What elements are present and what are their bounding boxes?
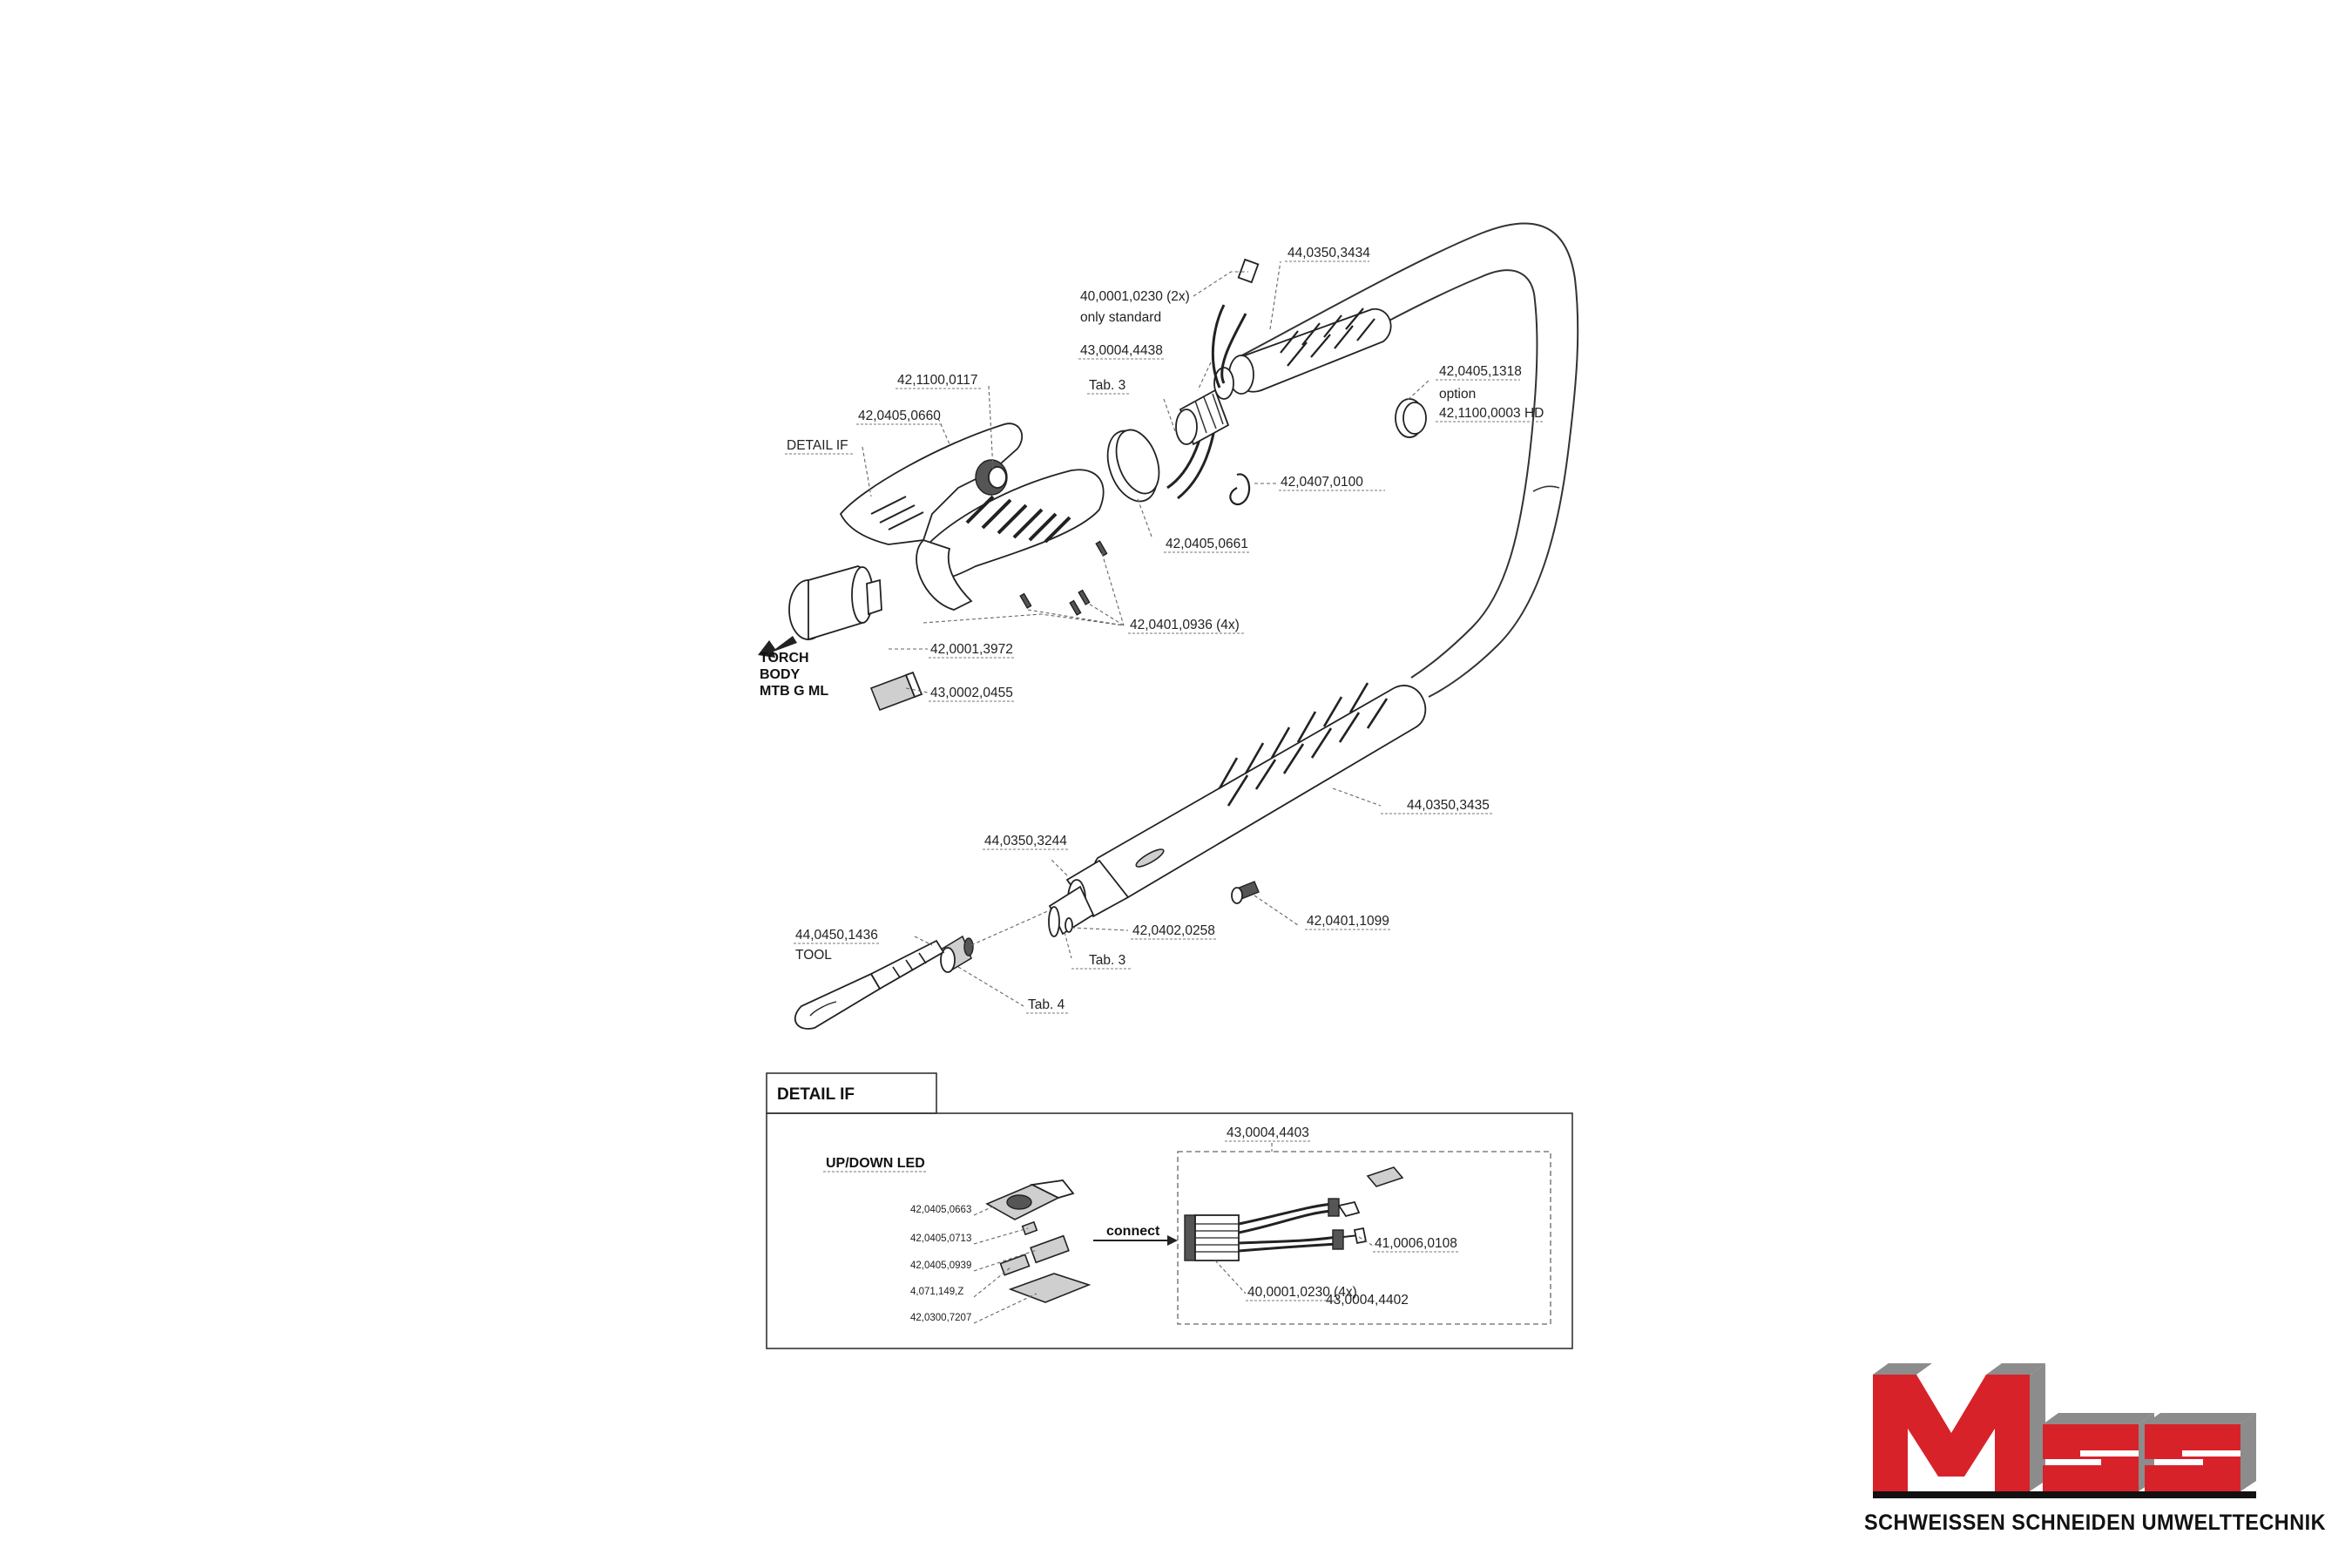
o-ring	[1064, 917, 1073, 933]
label-tool: TOOL	[795, 948, 832, 963]
label-44-0350-3435: 44,0350,3435	[1407, 798, 1490, 813]
rear-handle-grip	[1213, 308, 1392, 400]
label-44-0350-3434: 44,0350,3434	[1288, 246, 1370, 260]
label-torch: TORCH	[760, 651, 809, 666]
label-42-0405-0939: 42,0405,0939	[910, 1260, 971, 1271]
label-42-0407-0100: 42,0407,0100	[1281, 475, 1363, 490]
label-42-1100-0003-hd: 42,1100,0003 HD	[1439, 406, 1544, 421]
label-44-0350-3244: 44,0350,3244	[984, 834, 1067, 848]
label-4-071-149-z: 4,071,149,Z	[910, 1287, 963, 1297]
label-body: BODY	[760, 667, 801, 682]
label-42-0405-0660: 42,0405,0660	[858, 409, 941, 423]
label-42-0405-0713: 42,0405,0713	[910, 1233, 971, 1244]
connect-label: connect	[1106, 1224, 1160, 1239]
cable-harness	[1184, 1166, 1404, 1261]
wire-clip	[1229, 473, 1251, 506]
label-mtb-g-ml: MTB G ML	[760, 684, 828, 699]
detail-if-panel: DETAIL IF UP/DOWN LED 42,0405,0663 42,04…	[766, 1072, 1573, 1349]
label-tab3-top: Tab. 3	[1089, 378, 1125, 393]
label-43-0004-4438: 43,0004,4438	[1080, 343, 1163, 358]
front-handle-grip	[1065, 682, 1427, 919]
label-41-0006-0108: 41,0006,0108	[1375, 1236, 1457, 1251]
label-40-0001-0230: 40,0001,0230 (2x)	[1080, 289, 1190, 304]
label-42-1100-0117: 42,1100,0117	[897, 373, 978, 388]
part-labels: 40,0001,0230 (2x) only standard 44,0350,…	[760, 246, 1544, 1014]
connector-plug	[1175, 389, 1230, 446]
handle-housing	[839, 422, 1105, 611]
label-42-0300-7207: 42,0300,7207	[910, 1313, 971, 1323]
leader-lines	[862, 260, 1429, 1007]
mounting-ring	[1106, 429, 1160, 503]
side-screw	[1231, 881, 1260, 904]
led-module-parts	[985, 1179, 1092, 1303]
label-tab3-bottom: Tab. 3	[1089, 953, 1125, 968]
option-ring	[1395, 398, 1427, 438]
torch-neck	[1048, 885, 1095, 937]
label-only-standard: only standard	[1080, 310, 1161, 325]
label-42-0001-3972: 42,0001,3972	[930, 642, 1013, 657]
detail-if-title: DETAIL IF	[777, 1085, 855, 1104]
label-detail-if: DETAIL IF	[787, 438, 848, 453]
up-down-led-label: UP/DOWN LED	[826, 1156, 925, 1171]
screws-4x	[1019, 540, 1108, 616]
label-42-0405-1318: 42,0405,1318	[1439, 364, 1522, 379]
label-43-0004-4403: 43,0004,4403	[1227, 1125, 1309, 1140]
label-43-0004-4402: 43,0004,4402	[1326, 1293, 1409, 1308]
label-42-0402-0258: 42,0402,0258	[1132, 923, 1215, 938]
label-42-0405-0661: 42,0405,0661	[1166, 537, 1248, 551]
gas-nozzle-fitting	[940, 935, 974, 973]
label-42-0405-0663: 42,0405,0663	[910, 1205, 971, 1215]
mss-tagline: SCHWEISSEN SCHNEIDEN UMWELTTECHNIK	[1864, 1511, 2326, 1535]
label-42-0401-1099: 42,0401,1099	[1307, 914, 1389, 929]
small-adapter	[869, 671, 923, 712]
service-tool	[794, 939, 945, 1030]
label-40-0001-0230-4x: 40,0001,0230 (4x)	[1247, 1285, 1357, 1300]
label-42-0401-0936: 42,0401,0936 (4x)	[1130, 618, 1240, 632]
cable-hose	[1234, 222, 1579, 698]
label-option: option	[1439, 387, 1476, 402]
label-43-0002-0455: 43,0002,0455	[930, 686, 1013, 700]
label-tab4: Tab. 4	[1028, 997, 1065, 1012]
mss-logo: SCHWEISSEN SCHNEIDEN UMWELTTECHNIK	[1864, 1363, 2326, 1535]
label-44-0450-1436: 44,0450,1436	[795, 928, 878, 943]
mss-logo-mark	[1873, 1363, 2256, 1498]
torch-body-mount	[758, 565, 882, 658]
